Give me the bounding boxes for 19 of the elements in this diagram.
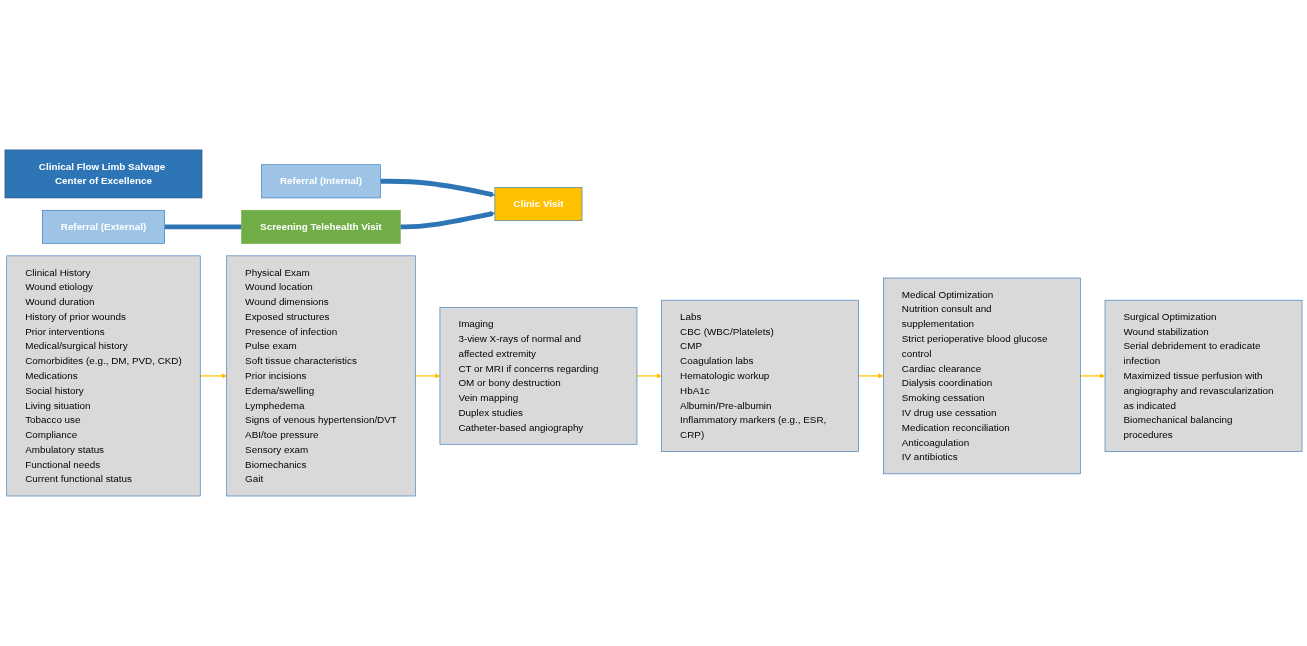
arrow	[414, 373, 441, 379]
connector	[164, 224, 242, 230]
node-box: Medical Optimization Nutrition consult and supplementation Strict perioperative blood glucose control Cardiac clearance Dialysis coordination Smoking cessation IV drug use cessation Medication reconciliation Anticoagulation IV antibiotics	[883, 277, 1081, 475]
node-box: Imaging 3-view X-rays of normal and affected extremity CT or MRI if concerns regarding OM or bony destruction Vein mapping Duplex studies Catheter-based angiography	[439, 307, 638, 445]
node-box: Clinic Visit	[494, 187, 583, 222]
node-box: Physical Exam Wound location Wound dimensions Exposed structures Presence of infection Pulse exam Soft tissue characteristics Prior incisions Edema/swelling Lymphedema Signs of venous hypertension/DVT ABI/toe pressure Sensory exam Biomechanics Gait	[226, 255, 416, 497]
node-box: Referral (Internal)	[261, 164, 381, 199]
node-box: Referral (External)	[42, 210, 165, 244]
arrow	[858, 373, 884, 379]
node-box: Surgical Optimization Wound stabilization Serial debridement to eradicate infection Maximized tissue perfusion with angiography and revascularization as indicated Biomechanical balancing procedures	[1104, 299, 1303, 452]
node-box: Clinical History Wound etiology Wound duration History of prior wounds Prior interventions Medical/surgical history Comorbidites (e.g., DM, PVD, CKD) Medications Social history Living situation Tobacco use Compliance Ambulatory status Functional needs Current functional status	[6, 255, 201, 497]
arrow	[636, 373, 662, 379]
node-box: Clinical Flow Limb Salvage Center of Excellence	[4, 149, 203, 199]
node-box: Screening Telehealth Visit	[241, 210, 401, 244]
node-box: Labs CBC (WBC/Platelets) CMP Coagulation labs Hematologic workup HbA1c Albumin/Pre-albumin Inflammatory markers (e.g., ESR, CRP)	[661, 299, 859, 452]
arrow	[400, 211, 496, 230]
arrow	[1079, 373, 1106, 379]
arrow	[380, 178, 496, 198]
arrow	[199, 373, 227, 379]
